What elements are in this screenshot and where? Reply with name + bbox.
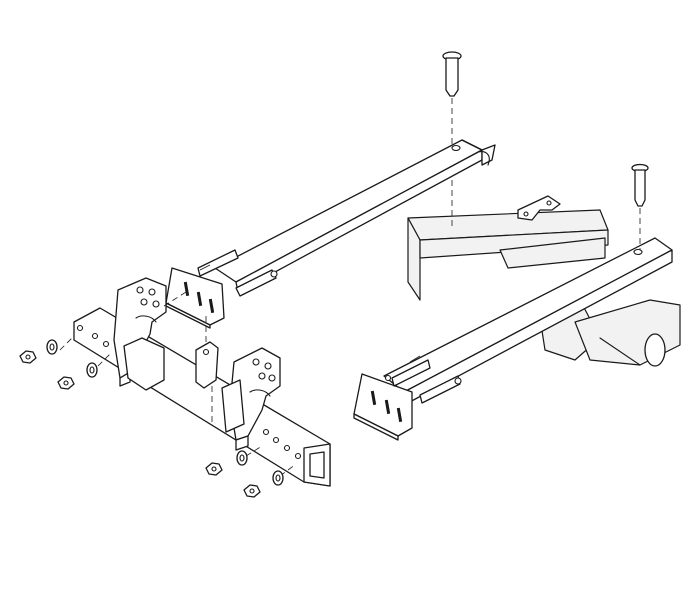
- hardware-nut-washer-right-top: [205, 450, 248, 476]
- receiver-tube: [73, 307, 331, 487]
- right-bracket: [221, 347, 281, 451]
- rear-crossbar: [214, 139, 496, 293]
- left-drawbar: [165, 249, 278, 329]
- left-bracket: [113, 277, 167, 391]
- hitch-pin-right: [631, 163, 649, 250]
- hardware-nut-washer-left-top: [19, 339, 58, 364]
- hardware-nut-washer-right-bottom: [243, 470, 284, 498]
- center-bracket: [195, 341, 219, 389]
- right-drawbar: [353, 355, 462, 441]
- small-clip: [517, 195, 561, 221]
- hitch-pin-top: [442, 51, 462, 228]
- hardware-nut-washer-left-bottom: [57, 362, 98, 390]
